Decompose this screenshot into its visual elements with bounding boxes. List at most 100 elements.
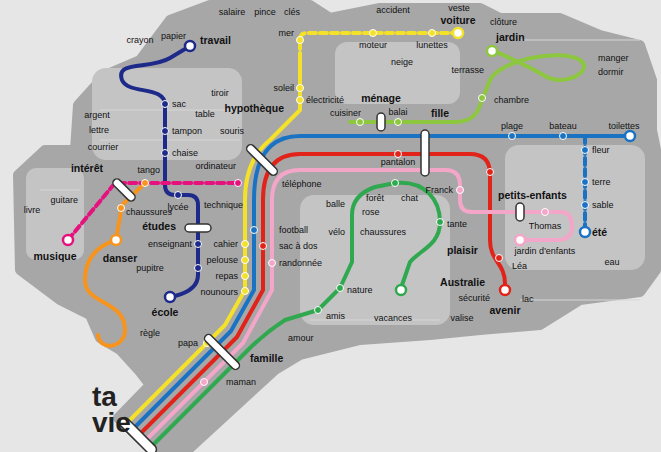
station-label: règle — [140, 328, 160, 338]
station-label: ménage — [361, 92, 401, 104]
station-label: chaise — [172, 148, 198, 158]
station-dot — [509, 133, 516, 140]
station-dot — [111, 235, 121, 245]
station-dot — [63, 235, 73, 245]
station-dots — [63, 28, 635, 386]
station-dot — [370, 30, 377, 37]
station-label: table — [195, 109, 215, 119]
station-label: football — [279, 225, 308, 235]
station-dot — [142, 180, 149, 187]
station-label: salaire — [219, 7, 246, 17]
station-label: jardin d'enfants — [515, 246, 576, 256]
station-label: balle — [326, 199, 345, 209]
station-label: danser — [103, 252, 137, 264]
station-dot — [395, 119, 402, 126]
station-label: jardin — [496, 31, 525, 43]
station-label: tante — [447, 219, 467, 229]
station-label: balai — [388, 107, 407, 117]
station-label: fille — [431, 107, 449, 119]
station-label: vacances — [374, 313, 412, 323]
station-label: cuisiner — [330, 108, 361, 118]
station-dot — [165, 292, 175, 302]
station-label: livre — [24, 205, 41, 215]
station-label: voiture — [440, 14, 475, 26]
station-dot — [479, 95, 486, 102]
station-dot — [242, 273, 249, 280]
station-label: Léa — [512, 261, 527, 271]
station-dot — [395, 151, 402, 158]
station-label: pupitre — [136, 263, 164, 273]
station-dot — [392, 180, 399, 187]
station-label: mer — [279, 28, 295, 38]
station-dot — [496, 255, 503, 262]
station-dot — [582, 202, 589, 209]
station-dot — [487, 169, 494, 176]
station-dot — [269, 260, 276, 267]
station-dot — [242, 288, 249, 295]
station-dot — [542, 209, 549, 216]
station-label: études — [142, 220, 176, 232]
station-dot — [582, 179, 589, 186]
station-dot — [580, 227, 590, 237]
station-dot — [515, 235, 525, 245]
station-label: tampon — [172, 126, 202, 136]
station-label: cahier — [213, 239, 238, 249]
station-label: rose — [362, 207, 380, 217]
station-dot — [297, 85, 304, 92]
station-label: crayon — [126, 35, 153, 45]
station-label: argent — [84, 110, 110, 120]
station-label: tiroir — [211, 88, 229, 98]
station-label: téléphone — [282, 179, 322, 189]
station-label: maman — [226, 377, 256, 387]
map-title: ta vie — [92, 384, 152, 436]
interchanges — [111, 113, 524, 452]
brain-outline — [18, 5, 656, 448]
station-label: toilettes — [608, 121, 639, 131]
station-label: lac — [522, 294, 534, 304]
station-label: travail — [200, 34, 231, 46]
station-dot — [195, 265, 202, 272]
station-dot — [185, 41, 195, 51]
station-label: pelouse — [206, 255, 238, 265]
station-dot — [487, 46, 497, 56]
station-label: nounours — [200, 287, 238, 297]
station-label: sécurité — [458, 293, 490, 303]
station-label: musique — [33, 250, 76, 262]
station-label: repas — [215, 271, 238, 281]
station-label: terre — [592, 177, 611, 187]
station-label: enseignant — [148, 239, 192, 249]
station-label: courrier — [88, 142, 119, 152]
station-label: papa — [178, 338, 198, 348]
station-dot — [396, 285, 406, 295]
station-label: guitare — [50, 195, 78, 205]
station-label: chaussures — [126, 207, 172, 217]
station-label: valise — [450, 313, 473, 323]
station-label: soleil — [273, 83, 294, 93]
station-dot — [429, 30, 436, 37]
station-label: lettre — [89, 125, 109, 135]
station-label: Thomas — [529, 221, 562, 231]
station-label: randonnée — [279, 258, 322, 268]
station-label: terrasse — [451, 65, 484, 75]
station-label: bateau — [549, 121, 577, 131]
station-label: intérêt — [71, 162, 103, 174]
station-dot — [582, 147, 589, 154]
station-label: plaisir — [447, 244, 478, 256]
station-label: vélo — [328, 227, 345, 237]
station-label: tango — [137, 165, 160, 175]
station-dot — [162, 150, 169, 157]
station-label: accident — [376, 5, 410, 15]
station-label: chaussures — [360, 227, 406, 237]
station-dot — [251, 227, 258, 234]
station-dot — [315, 307, 322, 314]
station-dot — [118, 205, 125, 212]
station-dot — [242, 257, 249, 264]
station-label: eau — [604, 257, 619, 267]
station-dot — [175, 192, 182, 199]
station-label: pantalon — [381, 157, 416, 167]
station-label: amour — [288, 333, 314, 343]
station-label: pince — [254, 7, 276, 17]
station-dot — [437, 219, 444, 226]
station-label: souris — [220, 126, 244, 136]
